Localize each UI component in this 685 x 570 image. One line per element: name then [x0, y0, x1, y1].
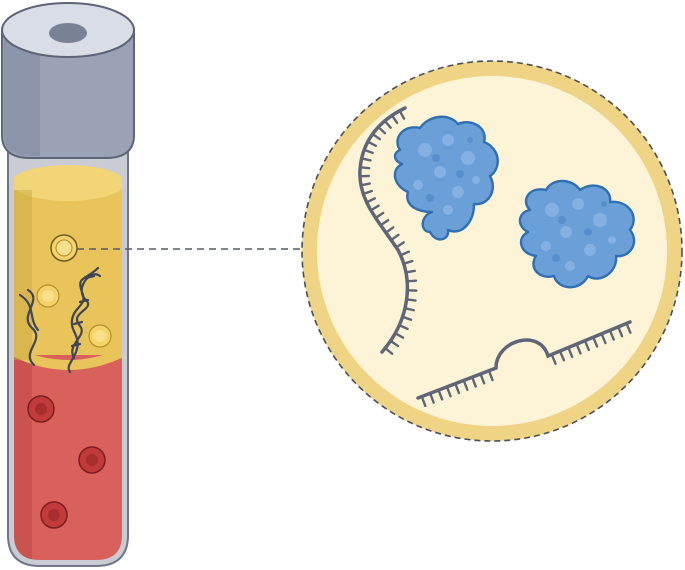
rna-base [625, 322, 632, 334]
rna-base [402, 259, 414, 265]
rna-base [403, 306, 415, 312]
red-blood-cell [27, 395, 55, 423]
rna-base [371, 132, 382, 141]
rna-base [383, 119, 392, 129]
cap-shade [4, 40, 40, 156]
red-blood-cell [78, 446, 106, 474]
dna-double-helix [67, 266, 102, 374]
blood-shade [14, 345, 32, 560]
rna-base [394, 332, 405, 339]
rna-base [399, 250, 411, 257]
rna-base [575, 342, 582, 355]
rna-base [470, 375, 477, 388]
rna-base [437, 388, 444, 401]
rna-base [445, 385, 452, 398]
test-tube [1, 2, 135, 567]
rna-bases-hairpin [420, 322, 632, 408]
rna-base [428, 392, 435, 404]
rna-base [558, 349, 566, 362]
rna-base [390, 114, 399, 125]
red-blood-cells [27, 395, 106, 529]
rna-base [362, 189, 373, 196]
magnified-view [301, 60, 683, 442]
rna-strand-hairpin [416, 320, 632, 400]
vesicle-highlighted [50, 234, 78, 262]
rna-base [567, 346, 574, 359]
plasma-bottom-edge [14, 345, 122, 370]
rna-base [398, 109, 406, 120]
rna-base [592, 336, 599, 348]
rna-base [617, 325, 624, 338]
rna-base [360, 157, 372, 162]
rna-base [362, 148, 374, 155]
rna-base [600, 332, 607, 345]
rna-base [369, 204, 380, 212]
dna-strand [18, 288, 40, 367]
vesicle [88, 324, 112, 348]
rna-base [404, 269, 416, 274]
rna-base [462, 379, 469, 391]
protein [393, 115, 499, 241]
rna-base [359, 182, 371, 187]
rna-base [384, 226, 395, 234]
vesicle [36, 284, 60, 308]
cap-hole [49, 23, 87, 43]
rna-bases-curved [358, 109, 418, 356]
rna-base [389, 233, 400, 242]
rna-base [359, 166, 371, 170]
rna-base [583, 339, 590, 352]
dna-strands [18, 266, 102, 374]
rna-base [374, 211, 385, 220]
rna-base [384, 346, 394, 356]
rna-base [550, 353, 557, 365]
rna-base [366, 140, 378, 147]
vesicles [36, 234, 112, 348]
rna-base [608, 329, 615, 341]
rna-base [398, 323, 409, 331]
tube-cap [1, 2, 135, 159]
plasma-surface [14, 165, 122, 201]
red-blood-cell [40, 501, 68, 529]
rna-base [405, 279, 418, 283]
rna-base [420, 395, 427, 408]
rna-base [405, 298, 417, 302]
rna-base [379, 218, 390, 227]
rna-base [389, 339, 400, 348]
rna-base [365, 197, 376, 204]
protein [518, 179, 636, 289]
rna-base [487, 369, 494, 382]
rna-base [454, 382, 461, 395]
rna-base [479, 372, 486, 385]
rna-base [377, 125, 387, 135]
lens-border [301, 60, 683, 442]
rna-base [401, 315, 413, 321]
rna-base [395, 241, 405, 249]
